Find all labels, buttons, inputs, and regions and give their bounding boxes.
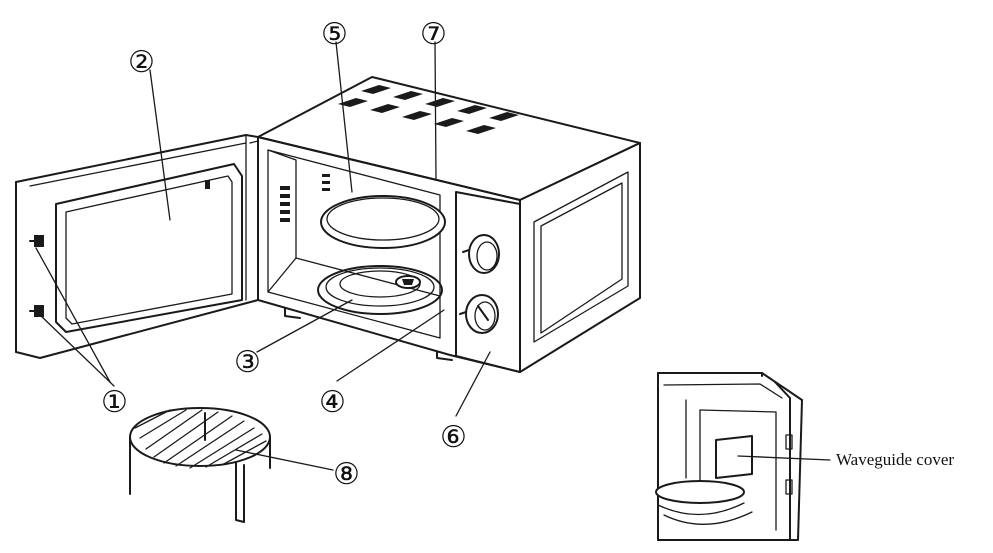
control-panel [455,191,521,373]
turntable-shaft [395,275,421,289]
timer-knob[interactable] [459,294,499,334]
callout-8: ⑧ [333,458,360,491]
callout-leaders [35,41,491,471]
top-vents [338,85,519,134]
callout-7: ⑦ [420,18,447,51]
waveguide-cover-label: Waveguide cover [836,450,954,469]
callout-5: ⑤ [321,18,348,51]
oven-door [15,134,259,359]
callout-6: ⑥ [440,421,467,454]
grill-rack [129,407,271,523]
power-knob[interactable] [462,234,500,274]
callout-2: ② [128,46,155,79]
glass-tray [320,195,446,249]
waveguide-inset [655,372,831,541]
callout-3: ③ [234,346,261,379]
callout-1: ① [101,386,128,419]
callout-4: ④ [319,386,346,419]
roller-ring [317,265,443,315]
